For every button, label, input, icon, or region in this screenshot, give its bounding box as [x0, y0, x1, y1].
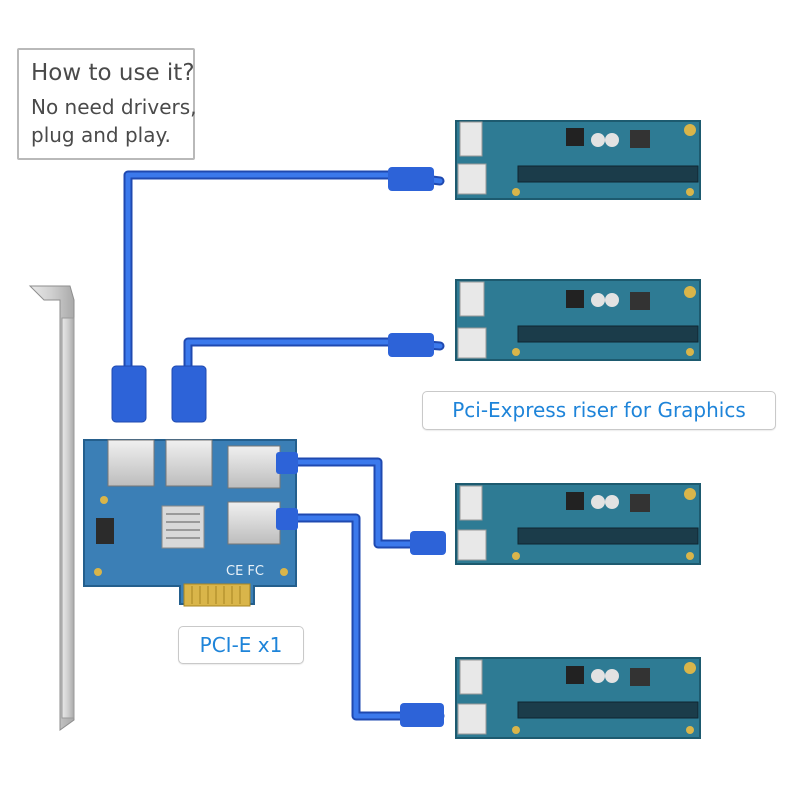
- pcie-adapter-card: CE FC: [28, 285, 298, 731]
- controller-chip: [161, 505, 205, 549]
- riser-board-1: [455, 120, 701, 200]
- adapter-usb-ports: [107, 439, 281, 545]
- callout-line-1: No need drivers,: [31, 95, 197, 119]
- svg-text:CE FC: CE FC: [226, 564, 264, 579]
- how-to-use-callout: How to use it? No need drivers, plug and…: [17, 48, 197, 160]
- callout-line-2: plug and play.: [31, 123, 171, 147]
- pcie-label: PCI-E x1: [178, 626, 304, 664]
- riser-cable-plugs: [388, 167, 446, 727]
- riser-board-4: [455, 657, 701, 739]
- riser-board-3: [455, 483, 701, 565]
- callout-title: How to use it?: [31, 60, 195, 86]
- riser-board-2: [455, 279, 701, 361]
- riser-label: Pci-Express riser for Graphics: [422, 391, 776, 430]
